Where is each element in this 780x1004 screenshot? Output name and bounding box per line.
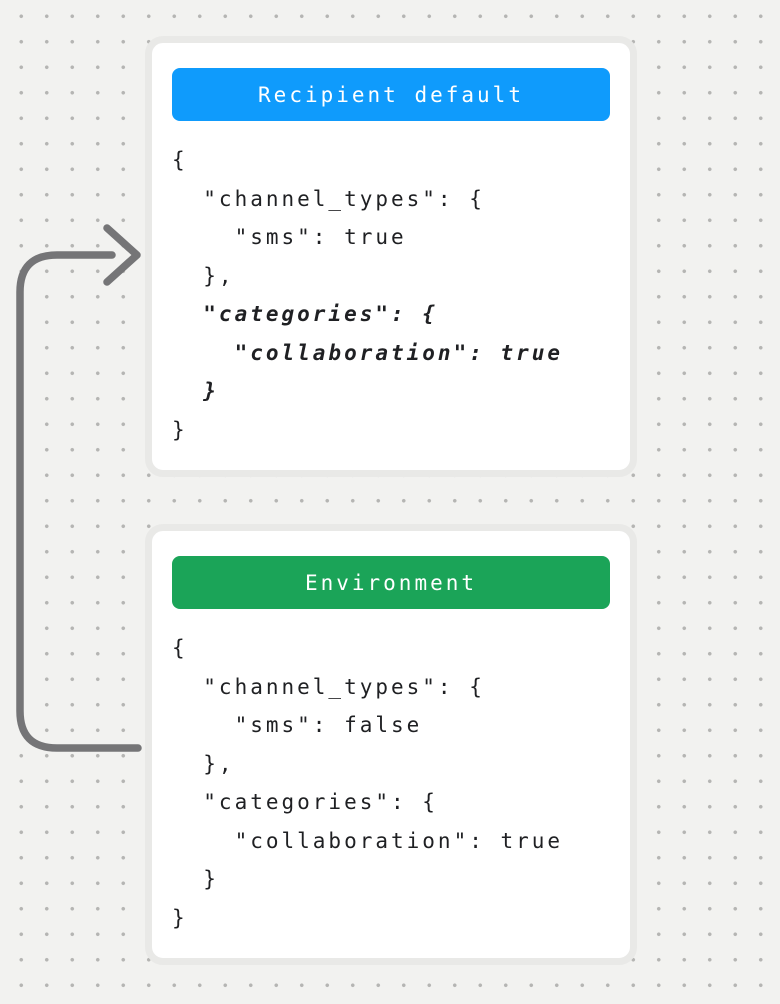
code-block-environment: { "channel_types": { "sms": false }, "ca… bbox=[172, 629, 610, 937]
code-line: { bbox=[172, 636, 188, 660]
card-title-environment: Environment bbox=[172, 556, 610, 609]
code-line: "collaboration": true bbox=[172, 340, 564, 365]
code-line: "categories": { bbox=[172, 790, 438, 814]
connector-arrowhead-icon bbox=[103, 224, 141, 286]
code-line: { bbox=[172, 148, 188, 172]
code-line: "channel_types": { bbox=[172, 186, 485, 211]
code-block-recipient-default: { "channel_types": { "sms": true }, "cat… bbox=[172, 141, 610, 449]
code-line: } bbox=[172, 417, 188, 442]
connector-arrow-line bbox=[16, 251, 142, 752]
code-line: } bbox=[172, 867, 219, 891]
code-line: }, bbox=[172, 751, 235, 776]
code-line: } bbox=[172, 905, 188, 930]
code-line: }, bbox=[172, 263, 235, 288]
card-recipient-default: Recipient default { "channel_types": { "… bbox=[145, 36, 637, 477]
code-line: "sms": true bbox=[172, 225, 407, 249]
code-line: "channel_types": { bbox=[172, 674, 485, 699]
code-line: } bbox=[172, 379, 219, 403]
card-environment: Environment { "channel_types": { "sms": … bbox=[145, 524, 637, 965]
code-line: "categories": { bbox=[172, 302, 438, 326]
card-title-recipient-default: Recipient default bbox=[172, 68, 610, 121]
code-line: "sms": false bbox=[172, 713, 423, 737]
code-line: "collaboration": true bbox=[172, 828, 564, 853]
